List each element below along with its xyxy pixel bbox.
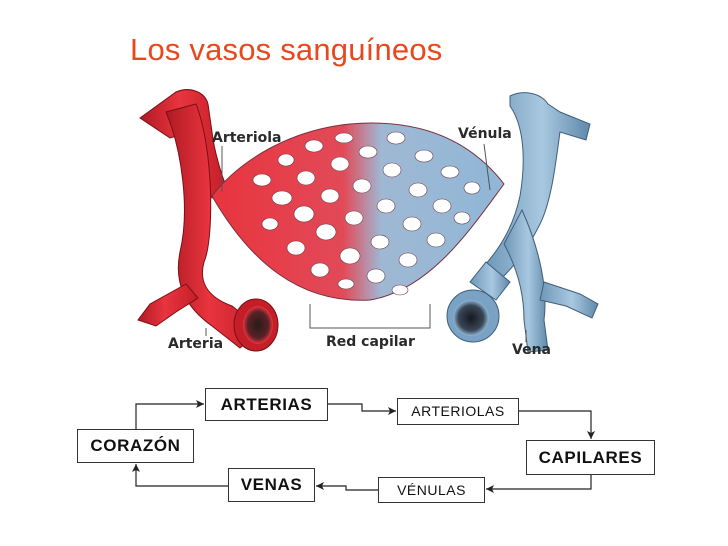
flow-box-venulas: VÉNULAS [378,477,485,503]
flow-box-venas: VENAS [228,468,315,502]
label-arteriola: Arteriola [212,130,282,146]
label-arteria: Arteria [168,336,223,352]
flow-box-arterias: ARTERIAS [205,388,328,421]
page-title: Los vasos sanguíneos [130,32,443,67]
label-venula: Vénula [458,126,512,142]
capillary-network [211,122,505,301]
label-vena: Vena [512,342,551,358]
flow-box-corazon: CORAZÓN [77,429,194,463]
flow-box-arteriolas: ARTERIOLAS [397,398,519,425]
artery-vessel [137,89,279,352]
label-red-capilar: Red capilar [326,334,415,350]
vein-vessel [446,92,599,353]
flow-box-capilares: CAPILARES [526,440,655,475]
blood-vessels-illustration: Arteriola Vénula Arteria Red capilar Ven… [137,89,599,358]
